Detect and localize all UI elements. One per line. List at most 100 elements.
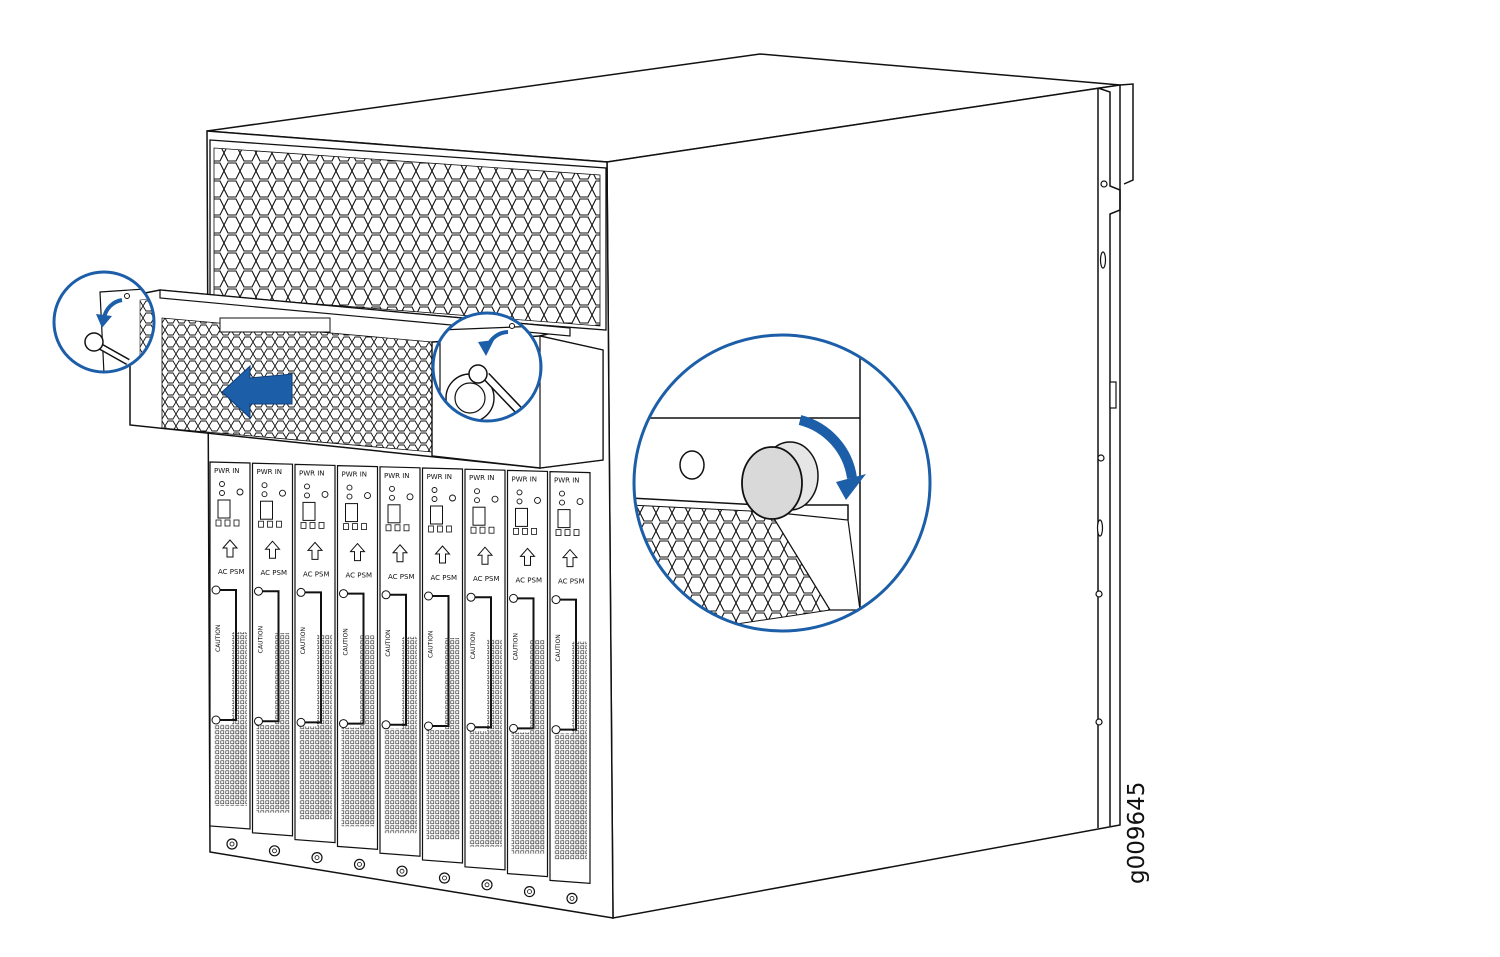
- psm-switch: [318, 522, 325, 529]
- psm-up-arrow-icon: [391, 544, 409, 563]
- psm-label: AC PSM: [388, 573, 414, 581]
- psm-vent-lower: [426, 730, 460, 840]
- psm-led-icon: [431, 487, 438, 493]
- chassis-side-holes: [1095, 180, 1117, 726]
- psm-reset-icon: [491, 495, 499, 503]
- psm-reset-icon: [534, 496, 541, 504]
- psm-vent-lower: [256, 725, 290, 813]
- psm-power-switch[interactable]: [430, 505, 443, 525]
- right-knob[interactable]: [468, 364, 488, 384]
- psm-caution-label: CAUTION: [258, 626, 265, 653]
- psm-label: AC PSM: [516, 576, 542, 584]
- psm-vent-lower: [341, 727, 375, 827]
- psm-up-arrow-icon: [221, 539, 239, 558]
- psm-power-switch[interactable]: [217, 499, 231, 519]
- left-knob[interactable]: [84, 332, 104, 352]
- zoom-rotate-arrowhead: [836, 474, 866, 500]
- psm-top-label: PWR IN: [512, 475, 538, 483]
- left-rotate-arrowhead: [96, 314, 112, 328]
- psm-up-arrow-icon: [306, 541, 324, 560]
- side-hole: [1095, 590, 1103, 598]
- psm-label: AC PSM: [261, 569, 287, 577]
- psm-led-icon: [516, 498, 523, 505]
- psm-power-switch[interactable]: [260, 500, 273, 520]
- psm-up-arrow-icon: [476, 546, 494, 565]
- psm-captive-screw-head: [272, 848, 277, 854]
- psm-switch: [352, 523, 358, 530]
- psm-switch: [573, 529, 580, 536]
- psm-label: AC PSM: [303, 570, 329, 578]
- psm-led-icon: [474, 488, 480, 495]
- psm-vent-lower: [384, 728, 417, 834]
- psm-switch: [479, 526, 486, 534]
- zoom-rotate-arrow-icon: [798, 415, 857, 479]
- psm-power-switch[interactable]: [302, 501, 316, 521]
- figure-id: g009645: [1124, 782, 1150, 884]
- psm-led-icon: [261, 491, 268, 498]
- side-tab: [1109, 381, 1117, 409]
- psm-caution-label: CAUTION: [428, 631, 435, 658]
- psm-switch: [309, 522, 316, 529]
- psm-switch: [224, 519, 231, 527]
- psm-switch: [428, 525, 434, 533]
- chassis-rear-lip: [1119, 83, 1134, 185]
- psm-top-label: PWR IN: [299, 469, 325, 477]
- psm-switch: [267, 520, 273, 528]
- psm-power-switch[interactable]: [387, 504, 401, 524]
- psm-handle-bolt: [466, 592, 476, 602]
- psm-captive-screw-head: [527, 889, 532, 894]
- psm-power-switch[interactable]: [472, 506, 486, 526]
- psm-module[interactable]: PWR IN AC PSM CAUTION: [549, 470, 591, 905]
- psm-power-switch[interactable]: [557, 509, 571, 529]
- psm-up-arrow-icon: [349, 542, 366, 562]
- psm-reset-icon: [449, 494, 456, 502]
- psm-caution-label: CAUTION: [470, 632, 477, 659]
- psm-switch: [437, 525, 443, 533]
- psm-handle-bolt: [296, 717, 306, 727]
- left-callout-ring: [52, 270, 156, 374]
- psm-caution-label: CAUTION: [555, 634, 562, 661]
- psm-led-icon: [346, 493, 353, 500]
- psm-up-arrow-icon: [434, 545, 451, 564]
- psm-switch: [488, 526, 495, 534]
- right-callout-ring: [431, 311, 543, 423]
- psm-handle-bolt: [466, 722, 476, 732]
- psm-label: AC PSM: [558, 578, 584, 586]
- psm-reset-icon: [279, 489, 286, 497]
- psm-captive-screw-head: [484, 882, 490, 888]
- psm-label: AC PSM: [346, 572, 372, 580]
- side-hole: [1095, 718, 1103, 726]
- psm-handle-bolt: [381, 590, 391, 600]
- psm-switch: [394, 524, 401, 532]
- psm-vent-lower: [214, 724, 247, 806]
- psm-label: AC PSM: [473, 575, 499, 583]
- left-knob-callout: [52, 270, 156, 374]
- psm-caution-label: CAUTION: [385, 629, 392, 656]
- psm-power-switch[interactable]: [515, 507, 528, 527]
- psm-top-label: PWR IN: [554, 477, 580, 485]
- psm-reset-icon: [406, 493, 414, 501]
- psm-power-switch[interactable]: [345, 503, 358, 523]
- psm-handle-bolt: [551, 725, 561, 735]
- psm-vent-lower: [299, 726, 332, 820]
- psm-captive-screw-head: [399, 868, 405, 874]
- psm-led-icon: [474, 497, 480, 504]
- psm-vent-lower: [469, 731, 502, 847]
- fan-tray-grille: [161, 317, 433, 453]
- psm-switch: [513, 528, 519, 535]
- psm-led-icon: [261, 482, 268, 489]
- psm-handle-bolt: [509, 723, 518, 733]
- right-knob-base-inner: [454, 382, 486, 414]
- zoom-knob[interactable]: [741, 446, 803, 520]
- psm-led-icon: [346, 484, 353, 491]
